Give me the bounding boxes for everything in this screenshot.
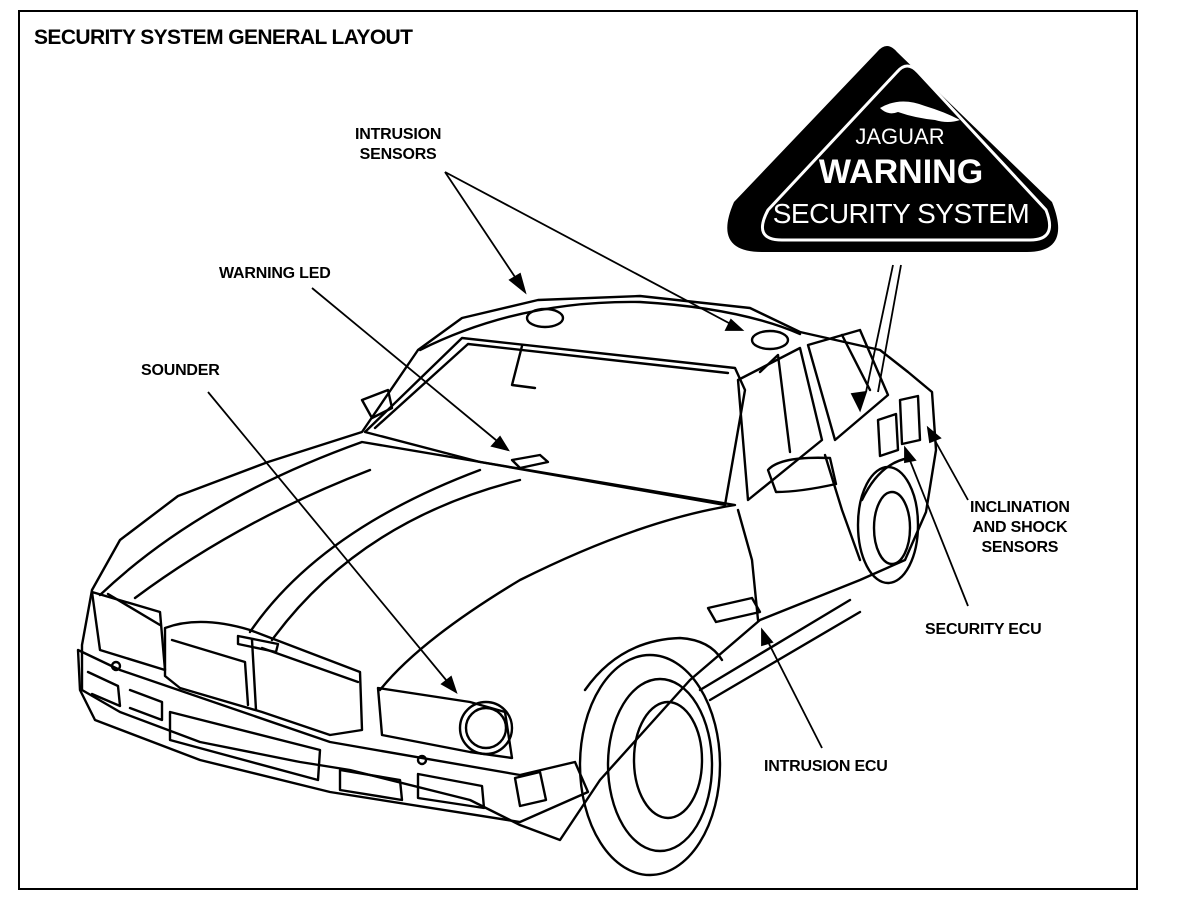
roof-line <box>418 300 802 352</box>
leader-intrusion-sensor-rear <box>444 171 743 331</box>
callout-intrusion-ecu: INTRUSION ECU <box>764 758 888 775</box>
mirror-left <box>360 388 394 420</box>
security-ecu-box <box>876 412 900 458</box>
sign-brand: JAGUAR <box>855 124 944 149</box>
callout-intrusion-sensors: INTRUSION SENSORS <box>355 126 442 163</box>
shock-sensor-box <box>898 394 922 446</box>
intrusion-sensor-rear <box>750 329 790 351</box>
callout-sounder: SOUNDER <box>141 362 220 379</box>
warning-led-unit <box>510 453 550 470</box>
front-bumper <box>76 648 590 824</box>
front-wheel <box>578 653 722 877</box>
headlight-right <box>376 686 514 760</box>
sounder-lamp <box>458 700 514 756</box>
leader-warning-sign-2 <box>877 264 902 393</box>
mirror-right <box>766 456 838 494</box>
leader-sounder <box>207 391 457 693</box>
body-outline <box>80 294 938 842</box>
callout-inclination-shock-sensors: INCLINATION AND SHOCK SENSORS <box>970 499 1070 556</box>
hood <box>98 440 737 692</box>
intrusion-sensor-front <box>525 307 565 329</box>
leader-intrusion-ecu <box>761 629 823 749</box>
leader-warning-led <box>311 287 509 451</box>
sign-heading: WARNING <box>819 153 983 191</box>
windshield <box>363 336 747 507</box>
leader-warning-sign-1 <box>865 264 894 393</box>
sign-subheading: SECURITY SYSTEM <box>773 198 1029 229</box>
warning-sign: JAGUAR WARNING SECURITY SYSTEM <box>727 46 1059 252</box>
leader-security-ecu <box>904 447 969 607</box>
headlight-left <box>90 590 167 672</box>
leaping-jaguar-icon <box>880 101 960 122</box>
diagram-title: SECURITY SYSTEM GENERAL LAYOUT <box>34 26 413 49</box>
callout-security-ecu: SECURITY ECU <box>925 621 1042 638</box>
side-marker <box>706 596 762 624</box>
leader-intrusion-sensor-front <box>444 171 526 293</box>
callout-warning-led: WARNING LED <box>219 265 331 282</box>
grille <box>163 620 364 737</box>
diagram-frame <box>18 10 1138 890</box>
